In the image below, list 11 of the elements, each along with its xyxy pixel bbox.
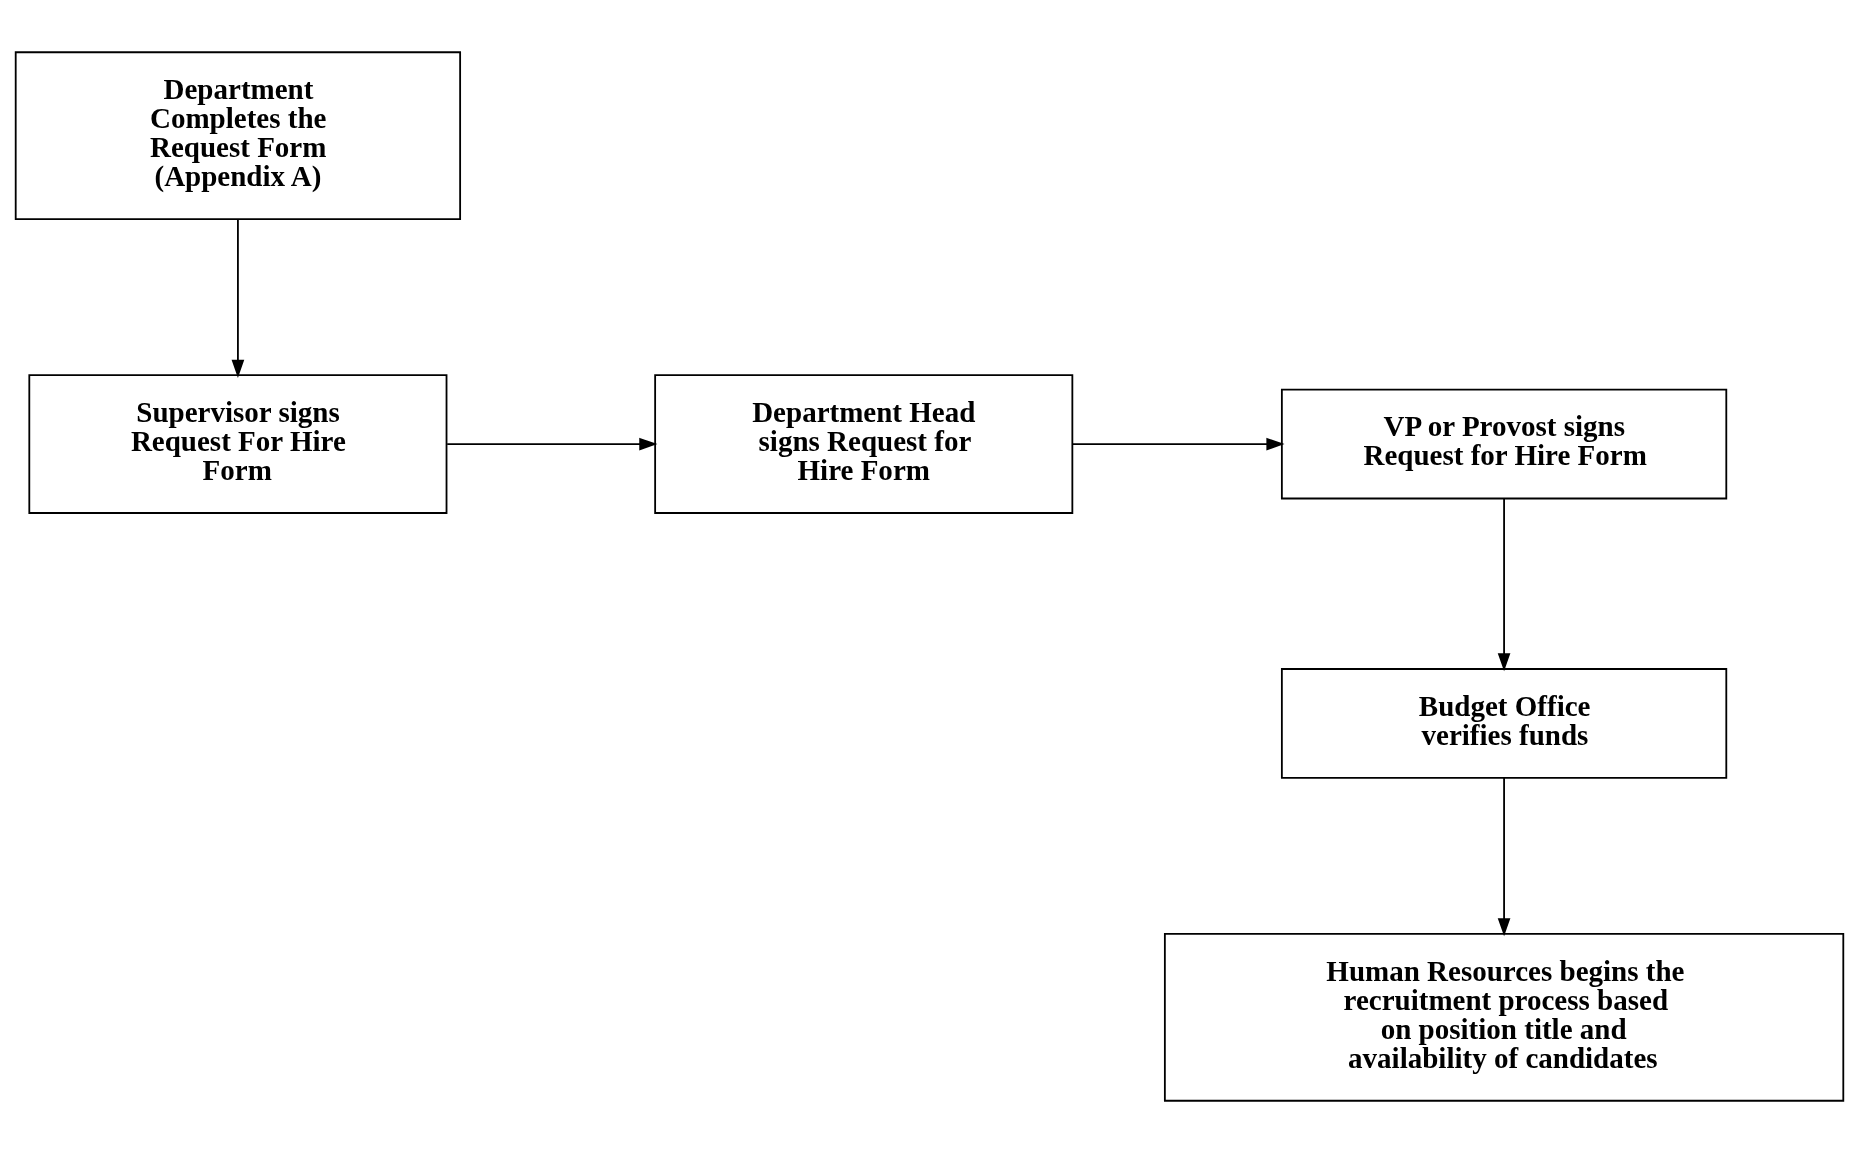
node-box: Department Head signs Request for Hire Form — [654, 374, 1074, 514]
node-box: VP or Provost signs Request for Hire Form — [1280, 388, 1728, 500]
arrow — [1497, 497, 1511, 672]
node-box: Human Resources begins the recruitment process based on position title and availability of candidates — [1163, 932, 1845, 1102]
node-box: Budget Office verifies funds — [1280, 668, 1728, 779]
node-box: Department Completes the Request Form (Appendix A) — [14, 51, 462, 221]
arrow — [446, 437, 658, 451]
arrow — [1071, 437, 1285, 451]
node-box: Supervisor signs Request For Hire Form — [28, 374, 448, 514]
arrow — [231, 218, 245, 378]
arrow — [1497, 777, 1511, 937]
